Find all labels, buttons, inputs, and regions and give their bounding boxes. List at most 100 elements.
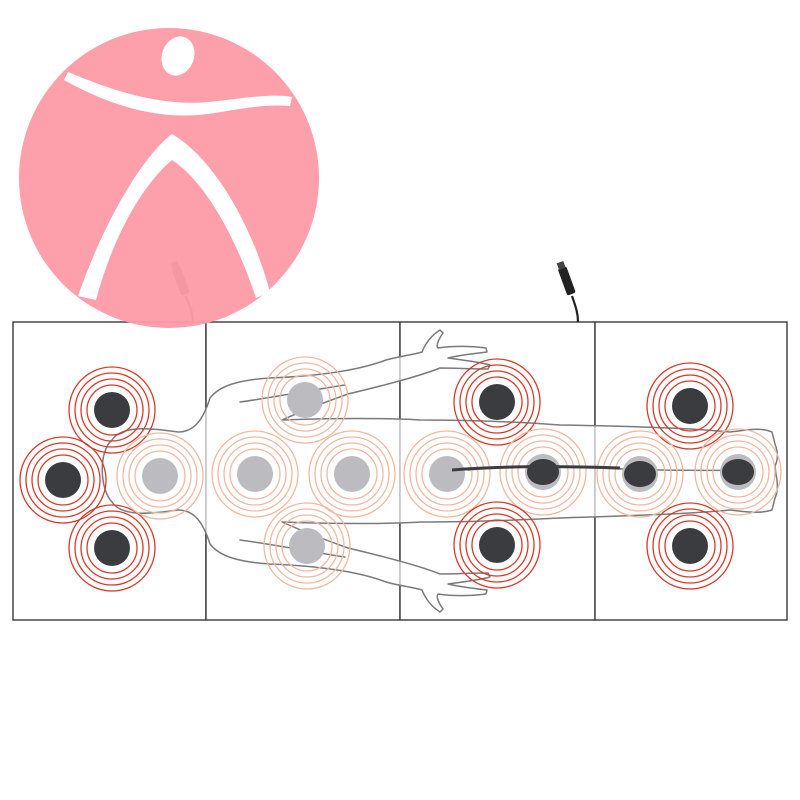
magnet-field-ring	[116, 432, 204, 520]
power-plug-icon	[556, 260, 576, 296]
magnet-field-ring	[652, 508, 728, 584]
magnet-core	[94, 392, 130, 428]
magnet-field-ring	[465, 513, 529, 577]
magnet-field-ring	[664, 380, 716, 432]
magnet-core	[142, 458, 178, 494]
magnet-field-ring	[421, 448, 473, 500]
magnet-field-ring	[505, 434, 581, 510]
magnet-core	[94, 530, 130, 566]
magnet-field-ring	[279, 374, 331, 426]
magnet-field-ring	[403, 430, 491, 518]
magnet-field-ring	[694, 428, 782, 516]
magnet-field-ring	[281, 520, 333, 572]
magnet-field-ring	[596, 430, 684, 518]
magnet-core	[287, 382, 323, 418]
magnet-field-ring	[465, 370, 529, 434]
magnet-field-ring	[658, 514, 722, 578]
magnet-field-ring	[223, 442, 287, 506]
magnet-node	[211, 430, 299, 518]
magnet-core	[479, 527, 515, 563]
magnet-field-ring	[122, 438, 198, 514]
magnet-node	[646, 502, 734, 590]
magnet-node	[646, 362, 734, 450]
magnet-field-ring	[308, 430, 396, 518]
magnet-core	[429, 456, 465, 492]
magnet-node	[263, 502, 351, 590]
magnet-field-ring	[25, 442, 101, 518]
magnet-field-ring	[275, 514, 339, 578]
magnet-field-ring	[602, 436, 678, 512]
magnet-field-ring	[128, 444, 192, 508]
magnet-field-ring	[86, 522, 138, 574]
magnet-field-ring	[31, 448, 95, 512]
magnet-core	[289, 528, 325, 564]
magnet-core	[624, 461, 656, 487]
magnet-field-ring	[320, 442, 384, 506]
magnet-field-ring	[706, 440, 770, 504]
magnet-field-ring	[499, 428, 587, 516]
magnet-core	[527, 459, 559, 485]
magnet-node	[308, 430, 396, 518]
magnet-field-ring	[273, 368, 337, 432]
power-cable-right	[556, 260, 580, 323]
magnet-field-ring	[211, 430, 299, 518]
magnet-field-ring	[700, 434, 776, 510]
magnet-field-ring	[267, 362, 343, 438]
magnet-field-ring	[453, 501, 541, 589]
magnet-field-ring	[471, 376, 523, 428]
magnet-field-ring	[409, 436, 485, 512]
magnet-field-ring	[261, 356, 349, 444]
magnet-core	[672, 388, 708, 424]
magnet-field-ring	[471, 519, 523, 571]
magnet-field-ring	[652, 368, 728, 444]
magnet-core	[479, 384, 515, 420]
magnet-field-ring	[453, 358, 541, 446]
magnet-node	[116, 432, 204, 520]
spine-line	[451, 465, 621, 472]
magnet-field-ring	[614, 448, 666, 500]
magnet-field-ring	[314, 436, 390, 512]
magnet-field-ring	[608, 442, 672, 506]
magnet-field-ring	[658, 374, 722, 438]
magnet-field-ring	[712, 446, 764, 498]
magnet-core	[672, 528, 708, 564]
magnet-core	[334, 456, 370, 492]
magnet-field-ring	[517, 446, 569, 498]
magnet-core	[237, 456, 273, 492]
magnet-field-ring	[74, 510, 150, 586]
magnet-field-ring	[664, 520, 716, 572]
magnet-field-ring	[134, 450, 186, 502]
magnet-field-ring	[229, 448, 281, 500]
magnet-field-ring	[19, 436, 107, 524]
magnet-node	[19, 436, 107, 524]
magnet-field-ring	[68, 504, 156, 592]
magnet-field-ring	[459, 364, 535, 440]
magnet-field-ring	[217, 436, 293, 512]
magnet-field-ring	[459, 507, 535, 583]
magnet-field-ring	[74, 372, 150, 448]
magnet-field-ring	[326, 448, 378, 500]
magnet-field-ring	[80, 516, 144, 580]
magnet-field-ring	[646, 362, 734, 450]
magnet-field-ring	[37, 454, 89, 506]
magnet-field-ring	[511, 440, 575, 504]
magnet-field-ring	[263, 502, 351, 590]
magnet-node	[68, 366, 156, 454]
magnet-node	[68, 504, 156, 592]
magnet-field-ring	[86, 384, 138, 436]
magnet-node	[453, 501, 541, 589]
magnet-core	[722, 459, 754, 485]
magnet-field-ring	[68, 366, 156, 454]
magnet-field-ring	[269, 508, 345, 584]
magnet-node	[453, 358, 541, 446]
magnet-core	[45, 462, 81, 498]
magnet-node	[261, 356, 349, 444]
magnet-field-ring	[646, 502, 734, 590]
magnet-field-ring	[80, 378, 144, 442]
magnet-field-ring	[415, 442, 479, 506]
magnet-node	[403, 430, 491, 518]
stick-figure-logo-icon	[19, 28, 319, 328]
